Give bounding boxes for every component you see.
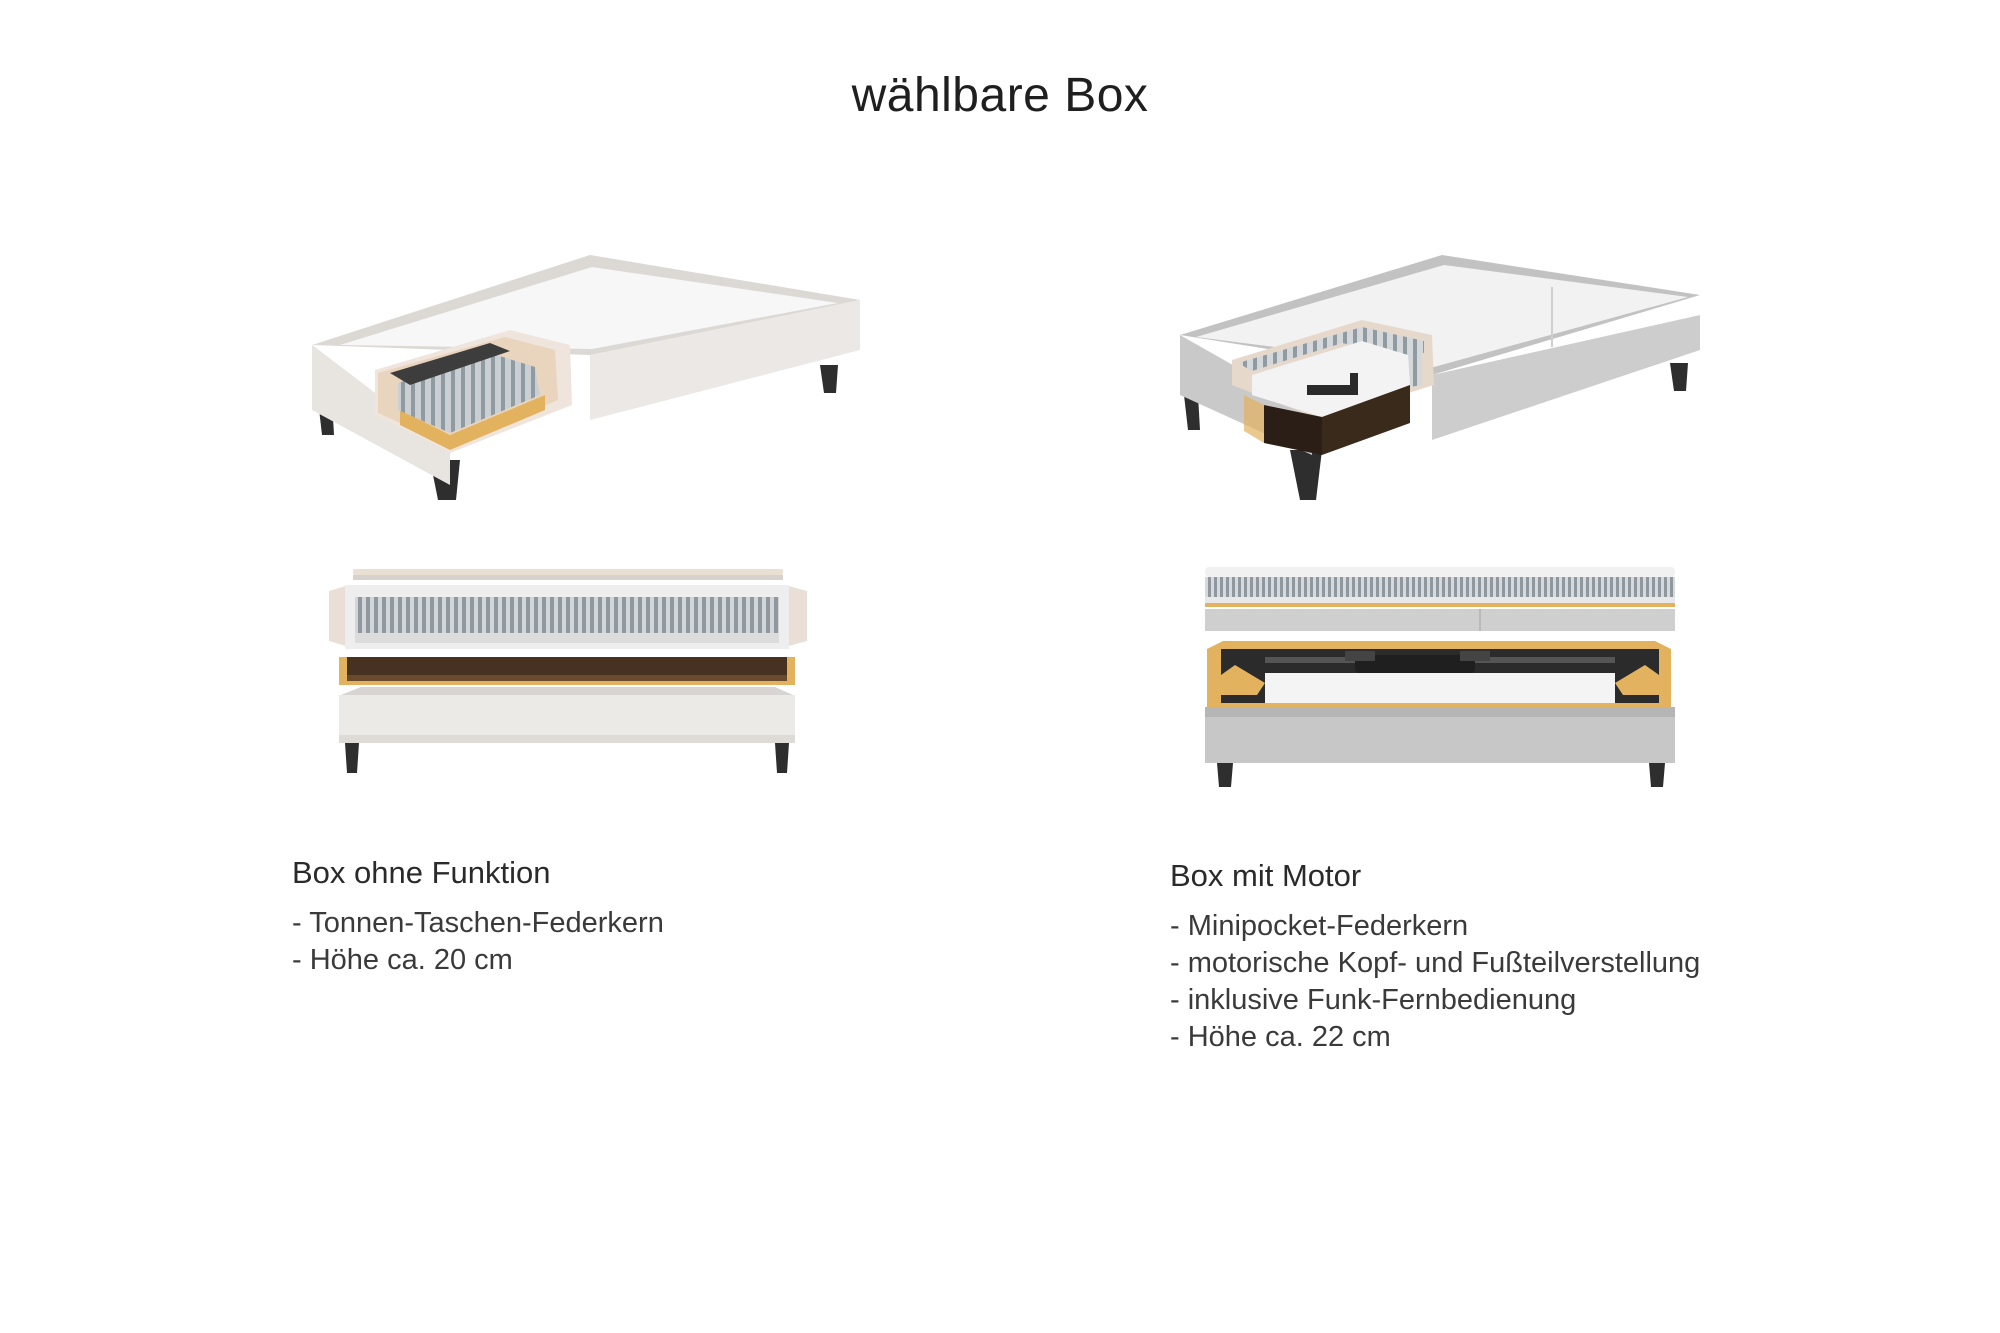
box-mit-motor-cutaway-image <box>1180 255 1700 500</box>
feature-item: - inklusive Funk-Fernbedienung <box>1170 984 1577 1016</box>
box-ohne-funktion-exploded-image <box>329 569 807 773</box>
box-ohne-funktion-cutaway-image <box>312 255 860 500</box>
product-name: Box mit Motor <box>1170 858 1362 893</box>
feature-item: - Tonnen-Taschen-Federkern <box>292 907 664 939</box>
page-title: wählbare Box <box>851 69 1149 122</box>
feature-item: - Minipocket-Federkern <box>1170 910 1469 942</box>
product-box-ohne-funktion: Box ohne Funktion - Tonnen-Taschen-Feder… <box>292 855 664 979</box>
box-mit-motor-exploded-image <box>1205 567 1675 787</box>
feature-item: - Höhe ca. 20 cm <box>292 944 513 976</box>
feature-item: - Höhe ca. 22 cm <box>1170 1021 1391 1053</box>
feature-item: - motorische Kopf- und Fußteilverstellun… <box>1170 947 1701 979</box>
product-box-mit-motor: Box mit Motor - Minipocket-Federkern - m… <box>1170 858 1700 1056</box>
product-name: Box ohne Funktion <box>292 855 551 890</box>
